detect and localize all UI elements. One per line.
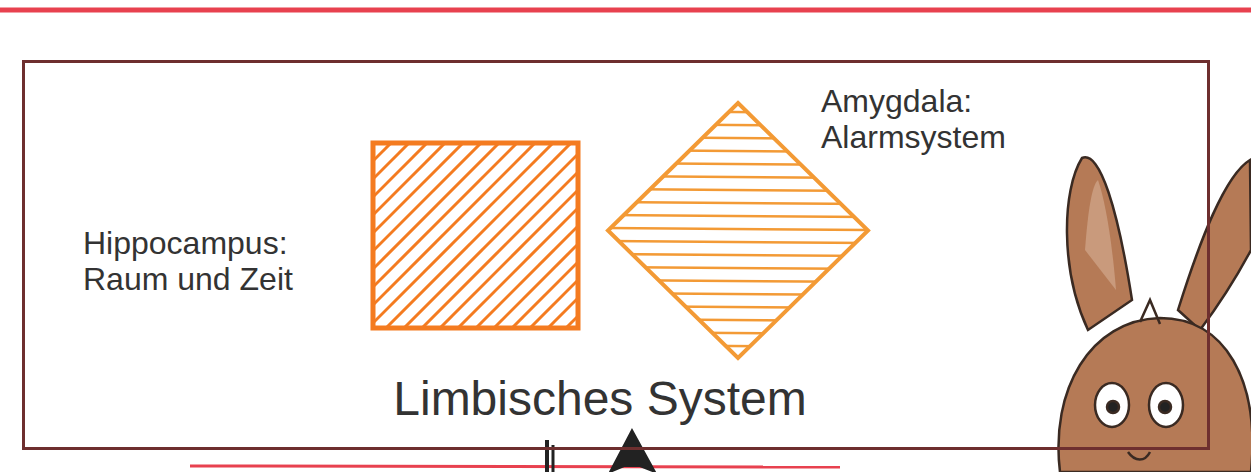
part-label: Hippocampus: Raum und Zeit	[83, 225, 355, 297]
amygdala-diamond: Amygdala: Alarmsystem	[608, 103, 868, 358]
hippocampus-square: Hippocampus: Raum und Zeit	[373, 143, 578, 328]
system-title: Limbisches System	[25, 371, 1175, 426]
part-label: Amygdala: Alarmsystem	[821, 83, 1061, 155]
top-rule	[0, 8, 1251, 13]
limbic-system-box: Limbisches System Hippocampus: Raum und Z…	[22, 60, 1210, 450]
square-outline	[373, 143, 578, 328]
bottom-rule	[190, 466, 840, 467]
arrow-symbol	[547, 430, 655, 472]
